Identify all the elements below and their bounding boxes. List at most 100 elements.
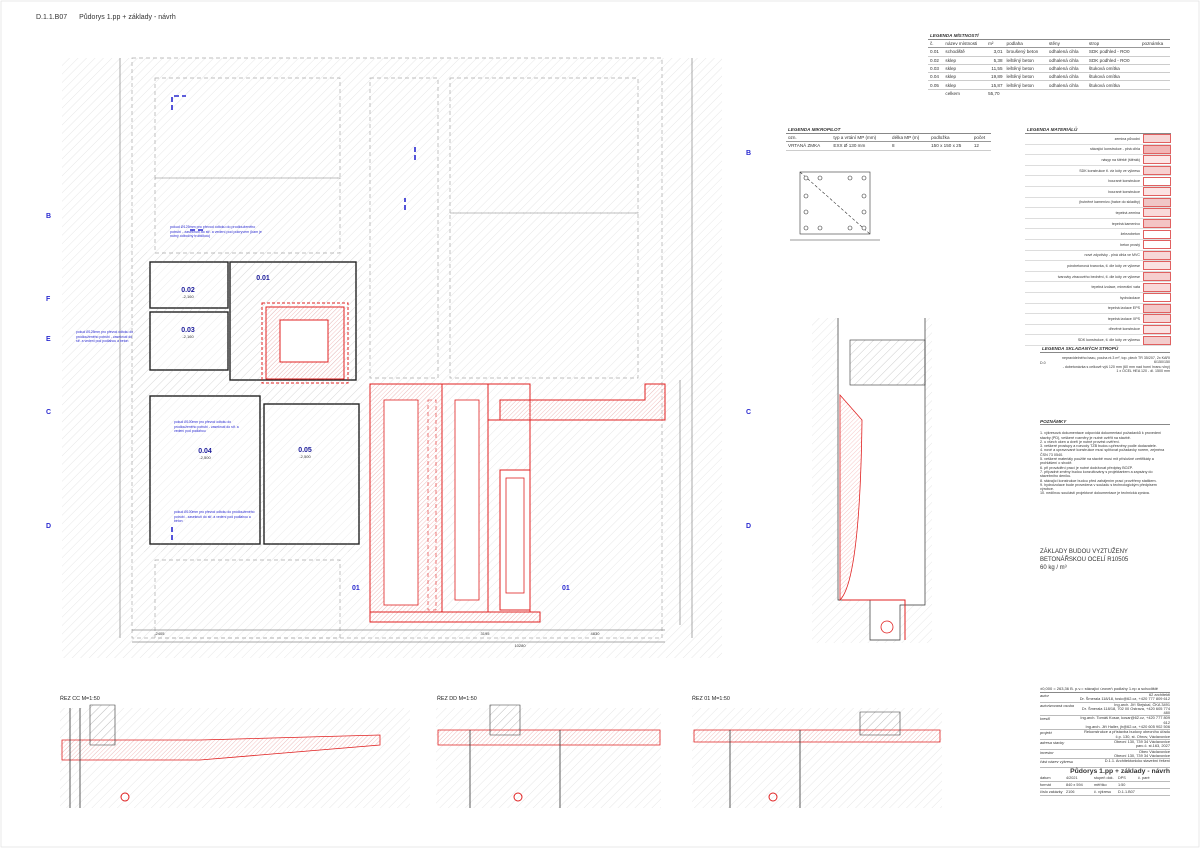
svg-text:-2,160: -2,160 bbox=[182, 334, 194, 339]
section-dd bbox=[436, 704, 661, 808]
plan-note-2: pokud Ø125mm pro převod odtoku do prodlo… bbox=[76, 330, 134, 344]
room-cell: odhalená cihla bbox=[1046, 80, 1087, 90]
material-swatch bbox=[1143, 187, 1171, 197]
ceiling-line-1: nepravidelného bazu, pouha nt.3 m², top.… bbox=[1061, 356, 1170, 365]
material-swatch bbox=[1143, 272, 1171, 282]
svg-text:01: 01 bbox=[562, 585, 570, 592]
section-cc-title: ŘEZ CC M=1:50 bbox=[60, 696, 100, 702]
col-walls: stěny bbox=[1046, 40, 1087, 49]
room-cell: leštěný beton bbox=[1004, 72, 1047, 82]
material-item: zemina původní bbox=[1025, 134, 1171, 145]
material-swatch bbox=[1143, 144, 1171, 154]
material-label: (hutněné kamenivo (hatce do skladby) bbox=[1079, 200, 1140, 205]
plan-note-3: pokud Ø100mm pro převod odtoku do prodlo… bbox=[174, 420, 239, 434]
ceiling-line-3: 1 x OCEL HEA 120 - dl. 1500 mm bbox=[1116, 369, 1170, 374]
title-block-meta-cell: D.1.1.B07 bbox=[1118, 790, 1135, 795]
title-block-meta-cell bbox=[1138, 783, 1162, 787]
note-line: 9. hydroizolace bude provedena v souladu… bbox=[1040, 482, 1157, 492]
material-label: zemina původní bbox=[1114, 136, 1140, 141]
room-cell: 0.02 bbox=[928, 56, 944, 65]
room-cell: leštěný beton bbox=[1004, 56, 1047, 65]
svg-text:0.02: 0.02 bbox=[181, 287, 195, 294]
svg-text:D: D bbox=[46, 523, 51, 530]
svg-text:10280: 10280 bbox=[514, 643, 526, 648]
material-label: tepelná kamenivo bbox=[1111, 221, 1140, 226]
note-line: 5. veškeré materiály použité na stavbě m… bbox=[1040, 457, 1154, 466]
room-cell: 5,38 bbox=[986, 56, 1005, 65]
room-cell: 15,87 bbox=[986, 80, 1005, 90]
material-swatch bbox=[1143, 282, 1171, 292]
ceiling-line-2: - dobetonávka s celkově výš 120 mm (60 m… bbox=[1062, 364, 1170, 369]
note-line: 10. nedílnou součástí projektové dokumen… bbox=[1040, 491, 1150, 496]
room-cell: 0.04 bbox=[928, 72, 944, 82]
room-cell bbox=[1139, 72, 1170, 82]
mp-col-3: podložka bbox=[929, 134, 972, 143]
material-item: násyp na štěrkě (štěrák) bbox=[1025, 155, 1171, 166]
notes-block: POZNÁMKY 1. výkresová dokumentace odpoví… bbox=[1040, 419, 1170, 496]
title-block-meta-cell: datum bbox=[1040, 776, 1051, 781]
material-item: železobeton bbox=[1025, 229, 1171, 240]
room-cell: 0.01 bbox=[928, 47, 944, 57]
title-block-value: Ing.arch. Tomáš Kosar, kosar@62.cz, +420… bbox=[1080, 715, 1170, 730]
material-swatch bbox=[1143, 134, 1171, 144]
title-block-meta-cell: formát bbox=[1040, 783, 1051, 788]
material-label: bourané konstrukce bbox=[1108, 189, 1140, 194]
room-cell: odhalená cihla bbox=[1046, 64, 1087, 74]
title-block-key: projekt bbox=[1040, 730, 1052, 736]
material-swatch bbox=[1143, 314, 1171, 324]
room-cell: sklep bbox=[943, 80, 987, 90]
material-item: (hutněné kamenivo (hatce do skladby) bbox=[1025, 197, 1171, 209]
material-swatch bbox=[1143, 240, 1171, 250]
micropiles-legend: LEGENDA MIKROPILOT ozn. typ a vrtání MP … bbox=[786, 126, 991, 151]
title-block-meta-cell bbox=[1138, 790, 1162, 794]
title-block-key: část název výkresu bbox=[1040, 759, 1074, 765]
section-cc bbox=[60, 704, 410, 808]
room-cell: leštěný beton bbox=[1004, 64, 1047, 74]
material-label: SDK konstrukce tl. viz kóty ve výkresu bbox=[1079, 168, 1140, 173]
material-swatch bbox=[1143, 219, 1171, 229]
material-label: dřevěné konstrukce bbox=[1108, 327, 1140, 332]
sheet-title: Půdorys 1.pp + základy - návrh bbox=[79, 14, 176, 21]
room-cell: 11,55 bbox=[986, 64, 1005, 74]
room-cell: odhalená cihla bbox=[1046, 72, 1087, 82]
material-swatch bbox=[1143, 293, 1171, 303]
room-cell: štuková omítka bbox=[1086, 80, 1140, 90]
title-block-meta-cell: 2106 bbox=[1066, 790, 1075, 795]
title-block-value: Rekonstrukce a přístavba budovy obecního… bbox=[1084, 729, 1170, 739]
material-item: tepelná izolace XPS bbox=[1025, 314, 1171, 325]
title-block-meta-cell: 1:50 bbox=[1118, 783, 1126, 788]
mp-val-0: VRTANÁ ZMKA bbox=[786, 141, 832, 151]
title-block-reference: ±0,000 = 263,36 B. p.v.= stávající úrove… bbox=[1040, 686, 1170, 693]
mp-val-1: EXX Ø 130 mm bbox=[831, 141, 891, 151]
svg-text:4830: 4830 bbox=[591, 631, 601, 636]
room-cell: SDK podhled - RO0 bbox=[1086, 47, 1140, 57]
mp-col-1: typ a vrtání MP (mm) bbox=[831, 134, 891, 143]
axis-labels: B F E C D B C D 01 01 bbox=[46, 150, 751, 592]
material-item: SDK konstrukce tl. viz kóty ve výkresu bbox=[1025, 166, 1171, 177]
material-swatch bbox=[1143, 250, 1171, 260]
mp-val-4: 12 bbox=[971, 141, 991, 151]
mp-col-4: počet bbox=[971, 134, 991, 143]
title-block-key: adresa stavby bbox=[1040, 739, 1065, 745]
room-cell: leštěný beton bbox=[1004, 80, 1047, 90]
title-block-value: Obecní 130, 739 34 Václavovice parc.č. s… bbox=[1113, 738, 1170, 749]
material-item: tepelná izolace EPS bbox=[1025, 303, 1171, 315]
title-block-row: adresa stavby Obecní 130, 739 34 Václavov… bbox=[1040, 738, 1170, 750]
svg-text:0.03: 0.03 bbox=[181, 327, 195, 334]
room-cell: 19,89 bbox=[986, 72, 1005, 82]
svg-text:-2,500: -2,500 bbox=[199, 455, 211, 460]
room-cell: SDK podhled - RO0 bbox=[1086, 56, 1140, 65]
room-cell: sklep bbox=[943, 72, 987, 82]
room-cell: sklep bbox=[943, 64, 987, 74]
room-cell: odhalená cihla bbox=[1046, 56, 1087, 65]
mp-col-2: délka MP (m) bbox=[890, 134, 930, 143]
svg-text:-2,500: -2,500 bbox=[299, 454, 311, 459]
material-item: nové zdyctivky - plná cihla ve MVC bbox=[1025, 250, 1171, 262]
